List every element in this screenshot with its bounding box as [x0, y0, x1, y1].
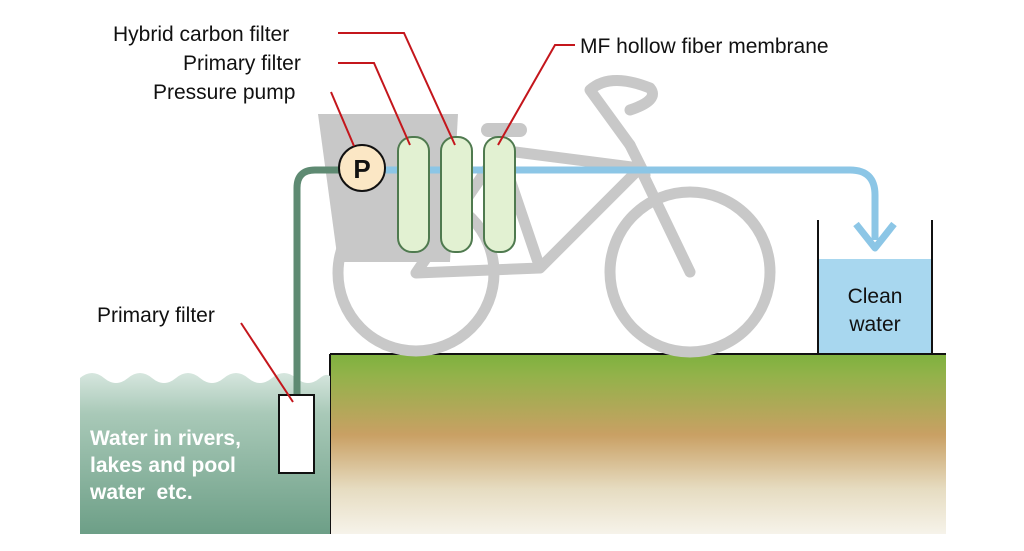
clean-water-container	[817, 220, 933, 355]
label-clean-water-1: Clean	[848, 285, 903, 308]
label-mf-membrane: MF hollow fiber membrane	[580, 35, 829, 58]
label-water-source-2: lakes and pool	[90, 454, 236, 477]
label-water-source-1: Water in rivers,	[90, 427, 241, 450]
leader-lines	[240, 32, 575, 403]
label-pressure-pump: Pressure pump	[153, 81, 295, 104]
label-hybrid-carbon-filter: Hybrid carbon filter	[113, 23, 289, 46]
handlebar	[584, 74, 658, 151]
intake-hose	[293, 166, 342, 395]
leader-mf-membrane	[497, 44, 575, 146]
rear-carrier-box	[318, 114, 458, 262]
outflow-pipe	[385, 166, 879, 240]
river-water	[80, 373, 330, 534]
primary-filter-cartridge	[397, 136, 430, 253]
mf-membrane-cartridge	[483, 136, 516, 253]
label-primary-filter-bottom: Primary filter	[97, 304, 215, 327]
front-wheel	[604, 186, 776, 358]
leader-hybrid-carbon	[338, 32, 456, 146]
intake-primary-filter	[278, 394, 315, 474]
outflow-arrow-icon	[853, 221, 897, 252]
ground	[330, 354, 946, 534]
pump-letter: P	[353, 154, 370, 184]
label-primary-filter-top: Primary filter	[183, 52, 301, 75]
pressure-pump	[338, 144, 386, 192]
leader-primary-top	[338, 62, 411, 146]
clean-water	[818, 259, 932, 354]
leader-pump	[330, 91, 355, 147]
leader-primary-bottom	[240, 322, 294, 403]
label-water-source-3: water etc.	[89, 481, 193, 504]
hybrid-carbon-filter-cartridge	[440, 136, 473, 253]
label-clean-water-2: water	[848, 313, 900, 336]
